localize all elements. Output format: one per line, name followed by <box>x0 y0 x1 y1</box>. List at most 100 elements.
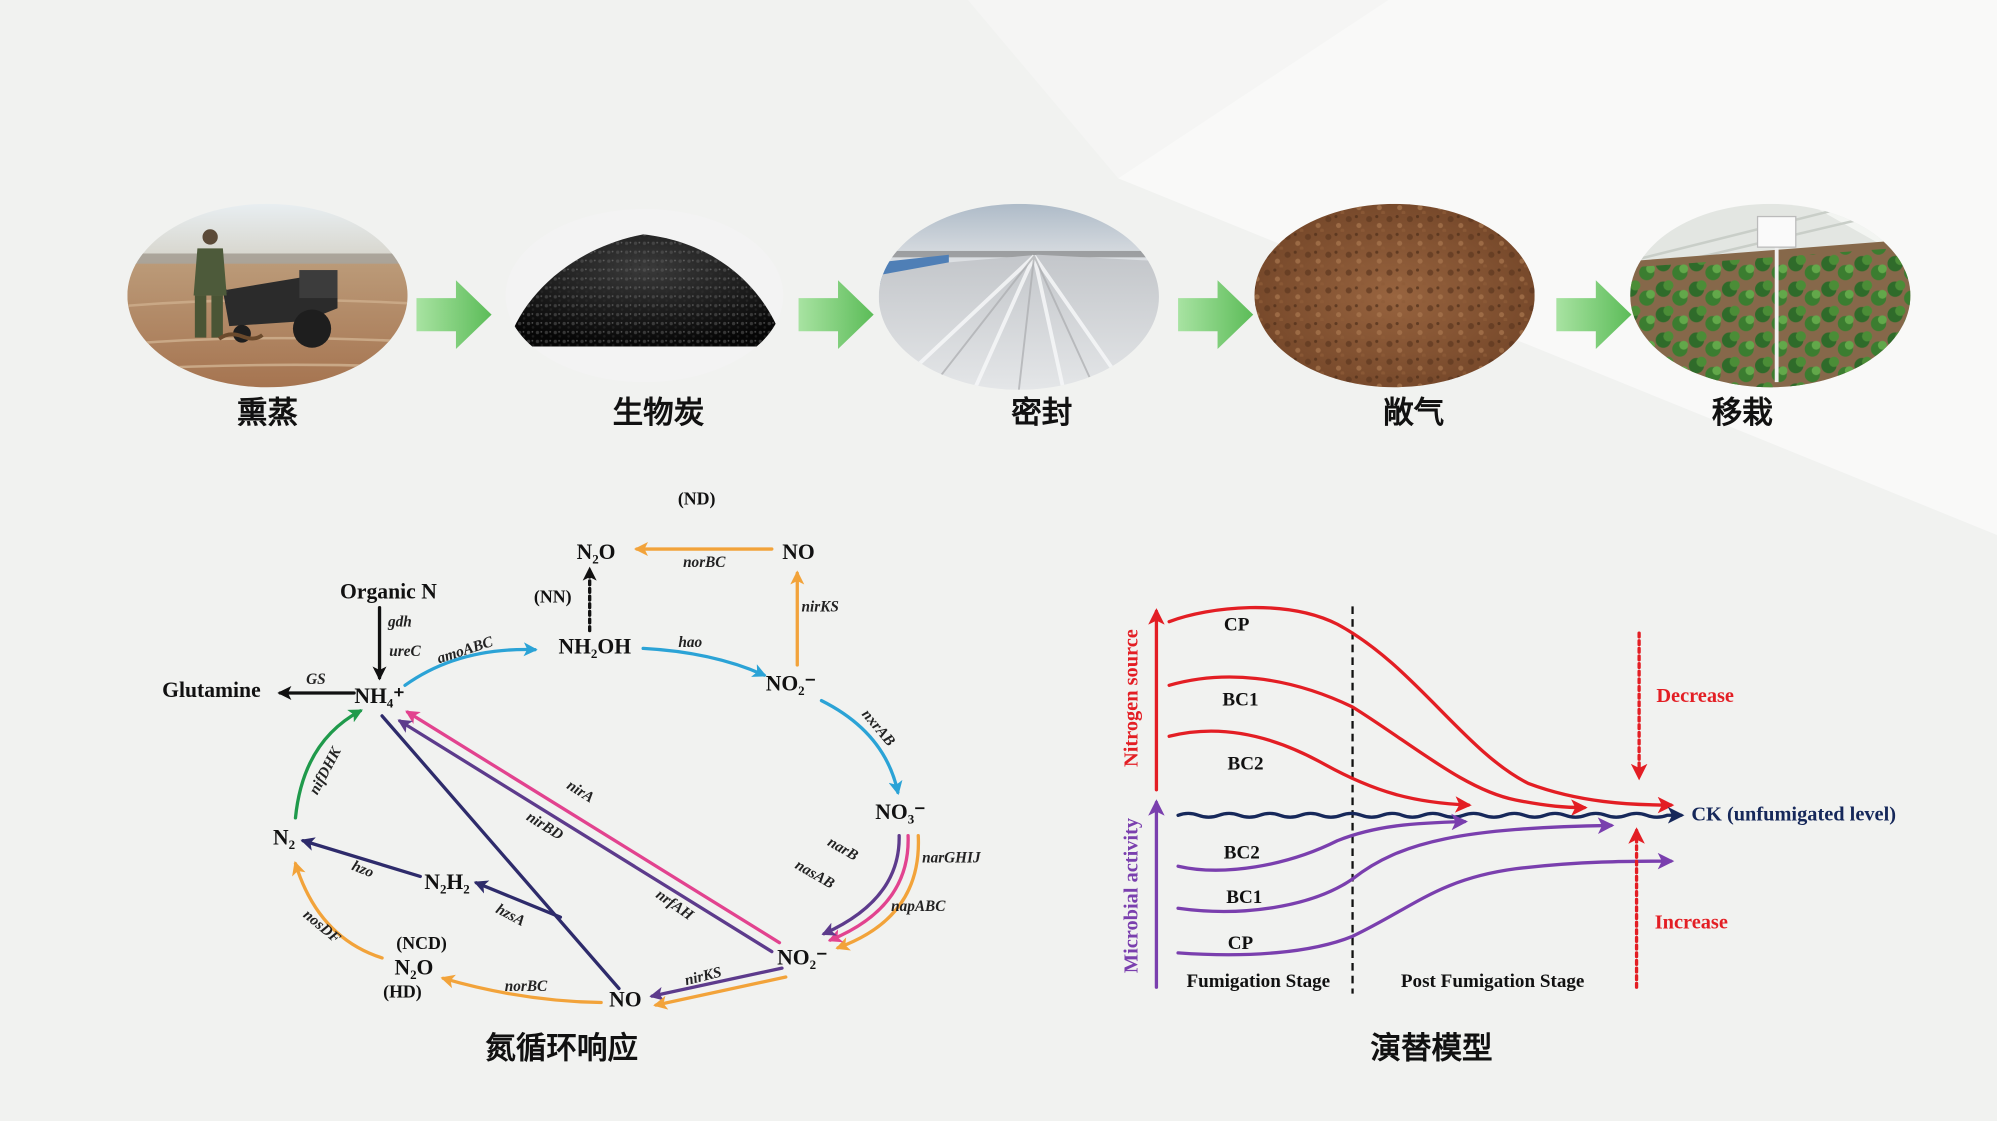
succession-model-diagram: Nitrogen source Microbial activity CK (u… <box>1120 605 1896 1067</box>
microbial-activity-axis-label: Microbial activity <box>1120 818 1142 973</box>
photo-treeline <box>127 253 408 265</box>
gene-norbc-top: norBC <box>683 554 726 571</box>
node-nh4: NH₄⁺ <box>354 684 404 708</box>
photo-horizon <box>878 250 1159 258</box>
no-reduction-bottom-arrow <box>440 974 603 1005</box>
tag-ncd: (NCD) <box>396 933 447 954</box>
nitrate-reduction-magenta-arrow <box>827 833 910 943</box>
treatment-label-bc1-lower: BC1 <box>1226 887 1262 908</box>
node-n2o-bottom: N₂O <box>394 956 433 980</box>
green-right-arrow-icon <box>416 280 492 350</box>
nitrogen-curve-bc2 <box>1167 729 1472 813</box>
nitrogen-curve-cp <box>1167 605 1675 814</box>
ck-reference-wavy-line <box>1176 806 1685 824</box>
soil-clods <box>1254 203 1535 388</box>
microbial-curve-cp <box>1176 852 1675 957</box>
process-step-label: 敞气 <box>1383 396 1444 431</box>
node-organic-n: Organic N <box>340 580 437 604</box>
biochar-granules <box>506 234 784 347</box>
hydrazine-oxidation-arrow <box>300 837 422 879</box>
gene-hao: hao <box>678 634 702 651</box>
plastic-film-surface <box>878 254 1159 390</box>
process-step-label: 移栽 <box>1712 396 1774 431</box>
green-right-arrow-icon <box>798 280 874 350</box>
film-highlight-streaks <box>890 254 1129 390</box>
tiller-engine <box>299 270 338 299</box>
gene-gs: GS <box>306 671 326 688</box>
microbial-curve-bc1 <box>1176 817 1615 914</box>
green-right-arrow-icon <box>1556 280 1632 350</box>
hydroxylamine-oxidation-arrow <box>641 646 767 677</box>
node-no-top: NO <box>782 540 814 564</box>
treatment-label-cp-upper: CP <box>1224 615 1250 636</box>
hydrazine-synthesis-arrow <box>473 880 563 919</box>
nitrogen-fixation-arrow <box>293 709 363 820</box>
process-step-label: 密封 <box>1011 395 1072 431</box>
transplanted-seedlings-photo <box>1630 203 1911 388</box>
ck-reference-label: CK (unfumigated level) <box>1691 803 1896 825</box>
dissimilatory-nitrite-reduction-arrow <box>397 719 774 954</box>
tag-nd: (ND) <box>678 488 716 509</box>
anammox-line <box>380 714 621 991</box>
nitrogen-source-axis-label: Nitrogen source <box>1120 629 1142 767</box>
node-no-bottom: NO <box>609 987 641 1011</box>
gene-urec: ureC <box>389 643 421 660</box>
farmer-leg <box>194 295 207 338</box>
biochar-pile-photo <box>505 208 784 383</box>
nitrate-reduction-orange-arrow <box>835 833 920 951</box>
node-n2o-top: N₂O <box>577 540 616 564</box>
nitrogen-cycle-diagram: (ND) N₂O NO (NN) NH₂OH Organic N Glutami… <box>162 488 982 1066</box>
background-light-facet <box>1118 0 1997 536</box>
process-step-label: 生物炭 <box>613 396 705 431</box>
n2o-reduction-arrow <box>292 861 384 960</box>
node-no3: NO₃⁻ <box>875 800 925 824</box>
nitrogen-curve-bc1 <box>1167 675 1588 816</box>
gene-narghij: narGHIJ <box>922 849 982 866</box>
succession-caption: 演替模型 <box>1370 1032 1492 1067</box>
node-no2-upper: NO₂⁻ <box>766 671 816 695</box>
sign-board <box>1756 215 1797 248</box>
photo-debris <box>217 332 264 341</box>
gene-norbc-bottom: norBC <box>505 978 548 995</box>
nitrite-to-no-purple-arrow <box>649 966 784 1001</box>
greenhouse-panel <box>1630 203 1911 262</box>
farmer-body <box>193 248 227 296</box>
farmer-head <box>202 229 218 245</box>
tag-nn: (NN) <box>534 587 572 608</box>
gene-nirks-top: nirKS <box>802 598 839 615</box>
ammonia-oxidation-arrow <box>403 642 538 687</box>
nitrate-reduction-purple-arrow <box>821 833 901 936</box>
background-light-facet <box>967 0 1389 179</box>
aerated-soil-photo <box>1254 203 1535 388</box>
node-nh2oh: NH₂OH <box>558 634 631 658</box>
treatment-label-cp-lower: CP <box>1228 933 1254 954</box>
node-no2-lower: NO₂⁻ <box>777 945 827 969</box>
post-fumigation-stage-label: Post Fumigation Stage <box>1401 971 1584 992</box>
decrease-label: Decrease <box>1656 685 1734 707</box>
process-row: 熏蒸 生物炭 密封 敞气 移栽 <box>127 203 1911 431</box>
node-glutamine: Glutamine <box>162 678 261 702</box>
gene-gdh: gdh <box>387 614 412 631</box>
green-right-arrow-icon <box>1178 280 1254 350</box>
node-n2h2: N₂H₂ <box>424 870 469 894</box>
tag-hd: (HD) <box>383 981 422 1002</box>
increase-label: Increase <box>1655 912 1728 934</box>
treatment-label-bc2-upper: BC2 <box>1228 753 1264 774</box>
nitrite-oxidation-arrow <box>819 698 903 796</box>
gene-napabc: napABC <box>891 898 946 915</box>
tiller-wheel <box>292 309 332 348</box>
microbial-curve-bc2 <box>1176 813 1468 872</box>
assimilatory-nitrite-reduction-arrow <box>405 710 782 945</box>
treatment-label-bc2-lower: BC2 <box>1224 843 1260 864</box>
treatment-label-bc1-upper: BC1 <box>1222 690 1258 711</box>
node-n2: N₂ <box>273 826 295 850</box>
farmer-leg <box>211 295 223 338</box>
process-step-label: 熏蒸 <box>237 396 299 431</box>
film-shadow-streaks <box>928 255 1097 390</box>
nitrite-to-no-orange-arrow <box>653 975 788 1010</box>
plastic-film-sealing-photo <box>878 203 1159 390</box>
n-cycle-caption: 氮循环响应 <box>485 1031 638 1067</box>
seedling-rows <box>1630 247 1911 388</box>
fumigation-stage-label: Fumigation Stage <box>1186 971 1330 992</box>
